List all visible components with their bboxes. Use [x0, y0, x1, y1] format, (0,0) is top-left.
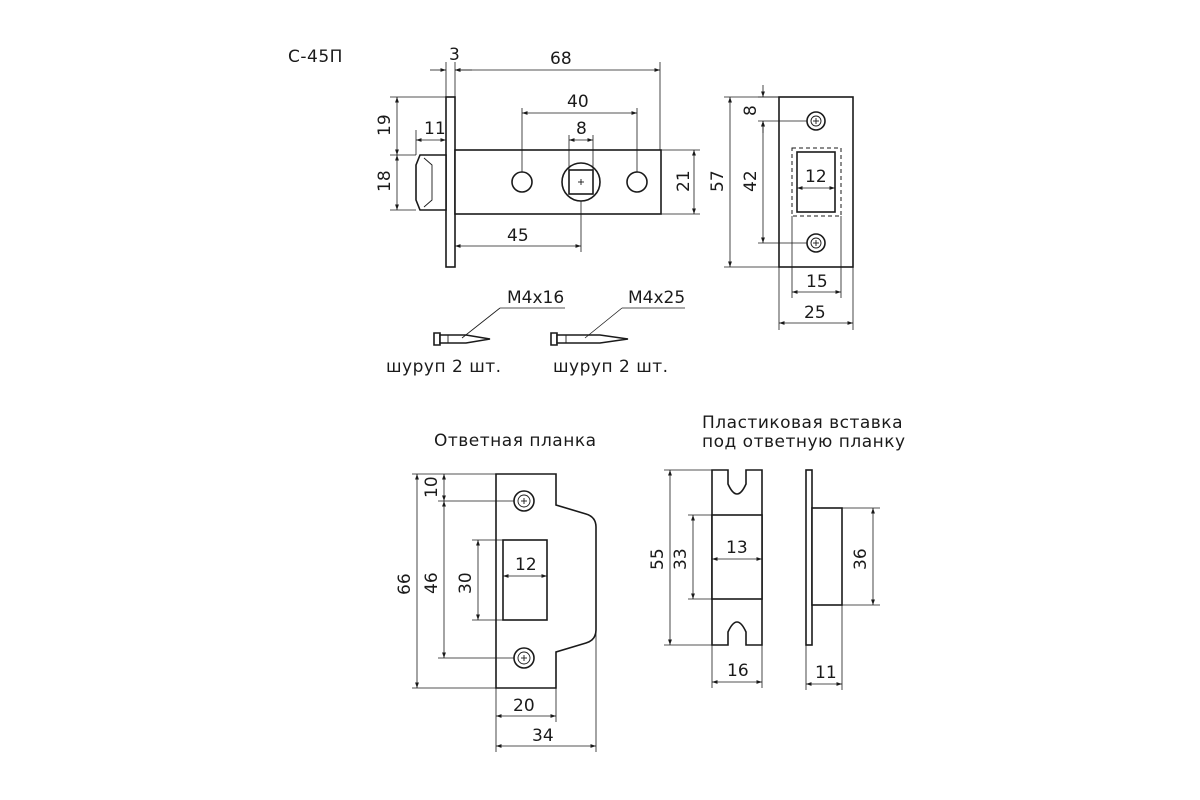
- screw-1-size: М4х16: [507, 288, 564, 308]
- latch-view: [415, 96, 662, 268]
- dim-hole-spacing: 40: [567, 92, 589, 112]
- plastic-insert-side: [805, 469, 843, 646]
- dim-pi-side-depth: 11: [815, 663, 837, 683]
- strike-plate-view: [495, 473, 597, 689]
- dim-square: 8: [576, 119, 587, 139]
- dim-sp-hole-spacing: 46: [422, 572, 442, 594]
- dim-tongue-height: 18: [375, 170, 395, 192]
- dim-pi-height: 55: [648, 548, 668, 570]
- dim-body-height: 21: [674, 170, 694, 192]
- strike-plate-title: Ответная планка: [434, 431, 597, 451]
- dim-sp-slot-height: 30: [456, 572, 476, 594]
- plastic-insert-title-1: Пластиковая вставка: [702, 413, 903, 433]
- dim-sp-slot-width: 12: [515, 555, 537, 575]
- latch-dimensions: 3 68 40 8 19 11 18 21 45: [375, 45, 700, 252]
- latch-faceplate: [445, 96, 456, 268]
- dim-faceplate-thickness: 3: [449, 45, 460, 65]
- dim-sp-height: 66: [395, 573, 415, 595]
- plastic-insert-box: [711, 514, 763, 600]
- strike-plate-slot: [502, 539, 548, 621]
- faceplate-view: [778, 96, 854, 268]
- screw-2: М4х25 шуруп 2 шт.: [550, 288, 685, 377]
- dim-fp-hole-top: 8: [741, 105, 761, 116]
- dim-fp-width: 25: [804, 303, 826, 323]
- latch-tongue: [415, 154, 447, 211]
- faceplate-dimensions: 8 42 57 12 15 25: [708, 85, 854, 330]
- model-label: С-45П: [288, 47, 343, 67]
- faceplate-slot: [796, 151, 836, 213]
- dim-sp-hole-top: 10: [422, 476, 442, 498]
- latch-slot-right: [626, 171, 648, 193]
- plastic-insert-side-plate: [805, 469, 813, 646]
- dim-pi-width: 16: [727, 661, 749, 681]
- dim-sp-total-width: 34: [532, 726, 554, 746]
- dim-fp-slot-outer: 15: [806, 272, 828, 292]
- dim-pi-box-width: 13: [726, 538, 748, 558]
- screw-2-size: М4х25: [628, 288, 685, 308]
- dim-pi-side-height: 36: [851, 548, 871, 570]
- dim-fp-hole-spacing: 42: [741, 170, 761, 192]
- plastic-insert-side-box: [811, 507, 843, 606]
- plastic-insert-title-2: под ответную планку: [702, 432, 906, 452]
- dim-tongue-offset: 19: [375, 114, 395, 136]
- dim-fp-slot-width: 12: [805, 167, 827, 187]
- dim-backset: 45: [507, 226, 529, 246]
- screw-1-label: шуруп 2 шт.: [386, 357, 502, 377]
- dim-pi-box-height: 33: [671, 548, 691, 570]
- screw-2-label: шуруп 2 шт.: [553, 357, 669, 377]
- dim-sp-plate-width: 20: [513, 696, 535, 716]
- dim-length: 68: [550, 49, 572, 69]
- plastic-insert-dimensions: 55 33 13 16 36 11: [648, 469, 880, 690]
- dim-tongue-depth: 11: [424, 119, 446, 139]
- screw-1: М4х16 шуруп 2 шт.: [386, 288, 565, 377]
- faceplate-slot-outer: [791, 147, 842, 217]
- dim-fp-height: 57: [708, 170, 728, 192]
- strike-plate-dimensions: 10 66 46 30 12 20 34: [395, 473, 597, 752]
- latch-slot-left: [511, 171, 533, 193]
